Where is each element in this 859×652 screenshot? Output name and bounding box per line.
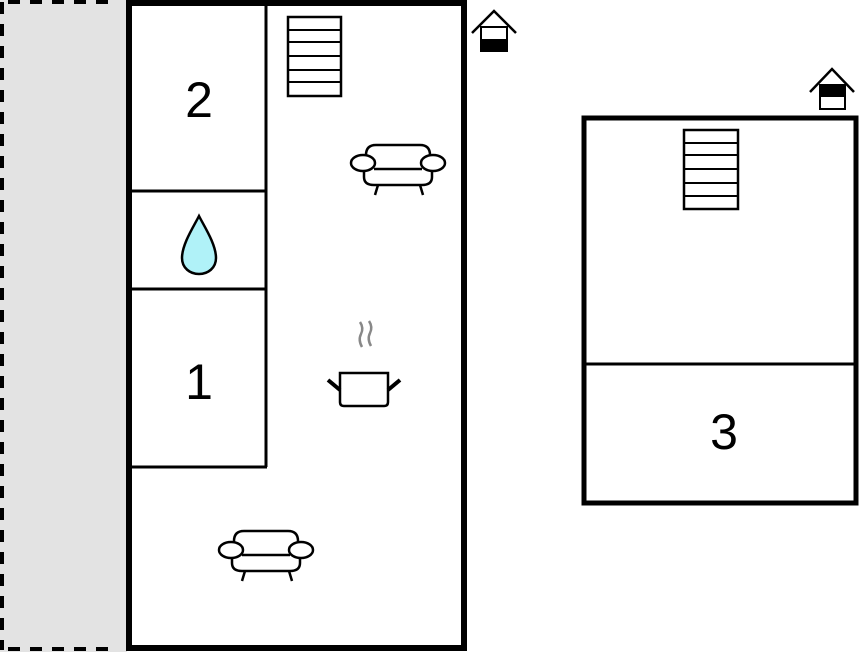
bedroom-1: 1 [185,354,213,410]
house-ground-floor-icon [471,9,517,52]
house-upper-floor-icon [809,67,855,110]
sofa-icon [217,529,315,582]
cooking-pot-icon [326,320,402,408]
room-label-2: 2 [185,72,213,128]
terrace [0,0,127,652]
bedroom-2: 2 [185,72,213,128]
sofa-icon [349,143,447,196]
room-label-1: 1 [185,354,213,410]
ground-floor: 2 1 [126,0,467,651]
water-drop-icon [180,213,218,276]
upper-floor: 3 [581,115,859,506]
stairs-icon [286,15,343,98]
stairs-icon [682,128,740,211]
room-label-3: 3 [710,404,738,460]
bedroom-3: 3 [710,404,738,460]
